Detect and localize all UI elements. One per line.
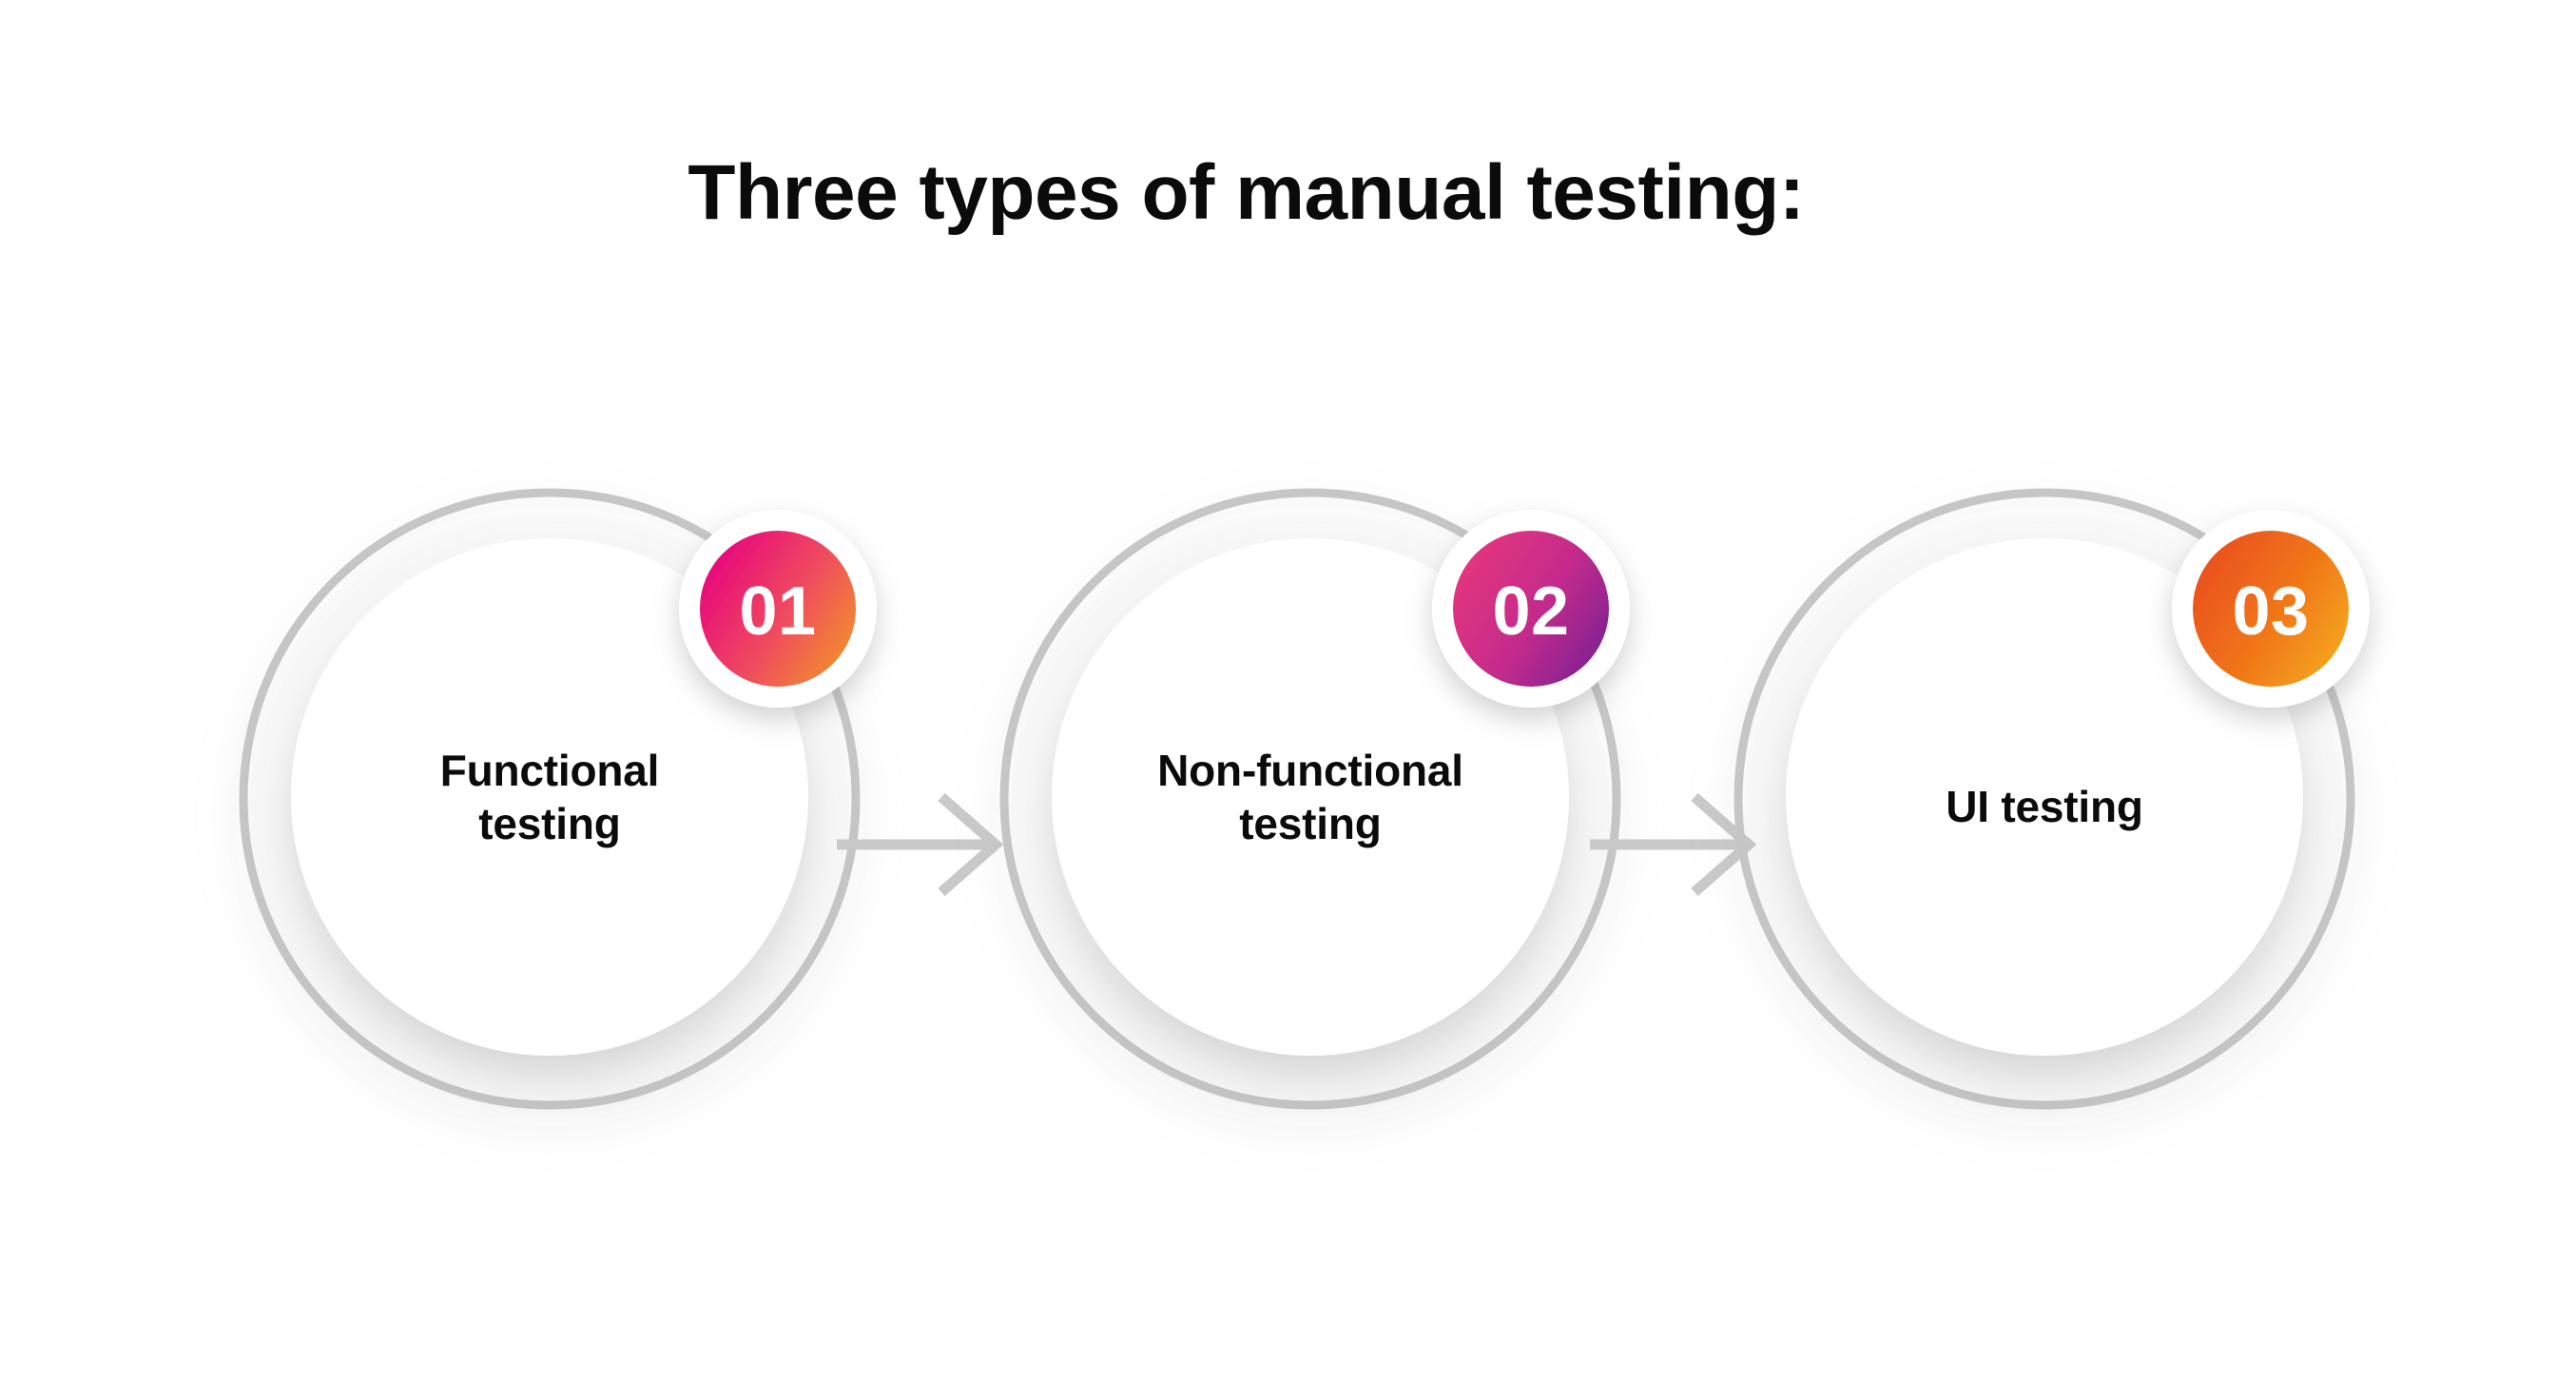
connector-02-to-03 — [1590, 792, 1757, 897]
step-02[interactable] — [999, 488, 1757, 1110]
page-title: Three types of manual testing: — [688, 149, 1805, 236]
step-01-outer-ring — [239, 488, 861, 1110]
step-02-disc — [1052, 538, 1569, 1056]
step-03-disc — [1786, 538, 2303, 1056]
step-01-disc — [291, 538, 808, 1056]
step-01-badge[interactable] — [679, 510, 877, 708]
step-01[interactable] — [239, 488, 1004, 1110]
step-02-badge[interactable] — [1432, 510, 1630, 708]
step-03-badge[interactable] — [2172, 510, 2370, 708]
connector-01-to-02 — [837, 792, 1004, 897]
step-03-outer-ring — [1733, 488, 2355, 1110]
step-03[interactable] — [1733, 488, 2370, 1110]
step-02-outer-ring — [999, 488, 1621, 1110]
